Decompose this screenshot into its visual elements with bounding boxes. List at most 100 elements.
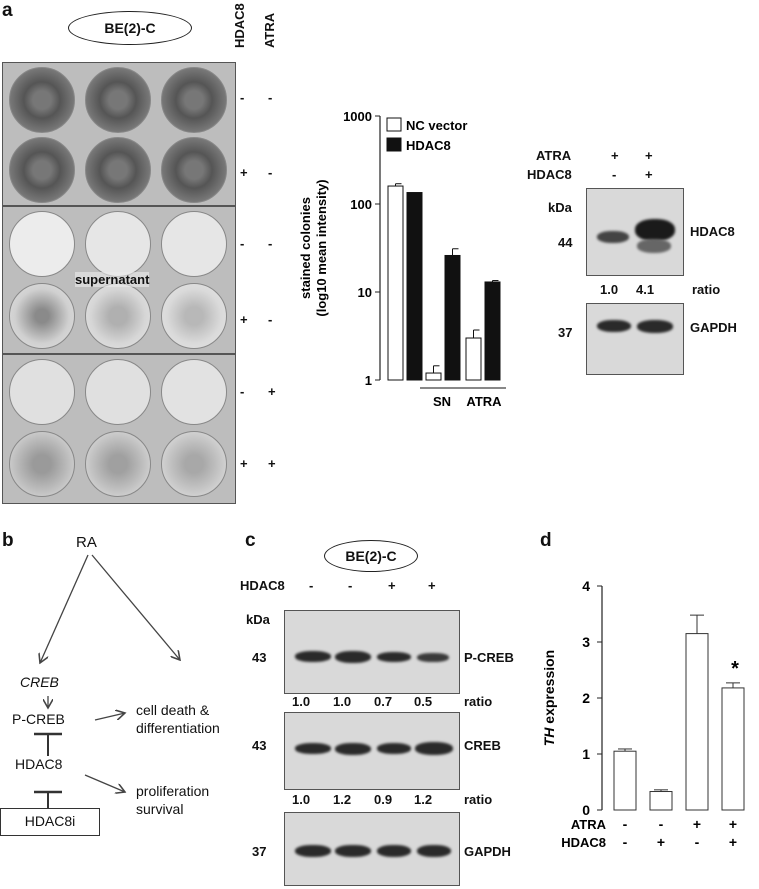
- bar: [425, 372, 442, 381]
- blot-c-pcreb: [284, 610, 460, 694]
- y-tick-label: 2: [582, 690, 590, 706]
- hdac8-sign: +: [729, 834, 737, 850]
- blot-c-pcreb-ratio-4: 0.5: [414, 694, 433, 709]
- panel-a-header-hdac8: HDAC8: [232, 3, 247, 48]
- row4-hdac8: +: [240, 312, 248, 327]
- blot-a-ratio-label: ratio: [692, 282, 721, 297]
- bar: [387, 185, 404, 381]
- row4-atra: -: [268, 312, 273, 327]
- plate-control: [2, 62, 236, 206]
- row1-hdac8: -: [240, 90, 245, 105]
- panel-a-cell-line: BE(2)-C: [68, 11, 192, 45]
- panel-c-hdac8-label: HDAC8: [240, 578, 285, 593]
- bar: [685, 633, 709, 811]
- well: [85, 67, 151, 133]
- y-tick-label: 100: [350, 197, 372, 212]
- blot-a-protein-hdac8: HDAC8: [690, 224, 735, 239]
- well: [85, 137, 151, 203]
- panel-c-letter: c: [245, 530, 256, 551]
- bar: [465, 337, 482, 381]
- hdac8-sign: -: [623, 834, 628, 850]
- well: [85, 211, 151, 277]
- band: [415, 742, 453, 755]
- plate-atra: [2, 354, 236, 504]
- band: [295, 651, 331, 662]
- pathway-proliferation-line2: survival: [136, 801, 184, 817]
- band: [295, 845, 331, 857]
- well: [9, 137, 75, 203]
- blot-a-hdac8: [586, 188, 684, 276]
- atra-sign: +: [693, 816, 701, 832]
- bar: [444, 254, 461, 381]
- blot-a-kda: kDa: [548, 200, 572, 215]
- blot-c-creb-ratio-label: ratio: [464, 792, 493, 807]
- band: [377, 652, 411, 662]
- hdac8-sign: +: [657, 834, 665, 850]
- bar: [721, 687, 745, 811]
- panel-c-mw-2: 43: [252, 738, 267, 753]
- well: [9, 211, 75, 277]
- well: [85, 431, 151, 497]
- blot-a-gapdh: [586, 303, 684, 375]
- pathway-cell-death-line1: cell death &: [136, 702, 210, 718]
- blot-a-hdac8-sign-2: +: [645, 167, 653, 182]
- atra-sign: +: [729, 816, 737, 832]
- blot-c-pcreb-ratio-2: 1.0: [333, 694, 352, 709]
- supernatant-label: supernatant: [75, 272, 150, 287]
- panel-d-letter: d: [540, 530, 552, 551]
- bar: [484, 281, 501, 381]
- row1-atra: -: [268, 90, 273, 105]
- panel-c-sign-1: -: [309, 578, 314, 593]
- legend-label: NC vector: [406, 118, 467, 133]
- pathway-cell-death-line2: differentiation: [136, 720, 220, 736]
- panel-b-letter: b: [2, 530, 14, 551]
- row3-hdac8: -: [240, 236, 245, 251]
- pathway-hdac8: HDAC8: [15, 756, 63, 772]
- pathway-hdac8i-box: HDAC8i: [0, 808, 100, 836]
- band: [377, 743, 411, 754]
- panel-c-mw-1: 43: [252, 650, 267, 665]
- bar: [649, 791, 673, 811]
- legend-swatch: [386, 117, 402, 132]
- row5-hdac8: -: [240, 384, 245, 399]
- blot-c-pcreb-ratio-3: 0.7: [374, 694, 393, 709]
- band: [335, 651, 371, 663]
- row2-hdac8: +: [240, 165, 248, 180]
- row2-atra: -: [268, 165, 273, 180]
- pathway-proliferation-line1: proliferation: [136, 783, 210, 799]
- blot-a-atra-sign-1: +: [611, 148, 619, 163]
- blot-c-creb-ratio-2: 1.2: [333, 792, 352, 807]
- well: [161, 211, 227, 277]
- band: [295, 743, 331, 754]
- pathway-pcreb: P-CREB: [12, 711, 65, 727]
- panel-c-sign-4: +: [428, 578, 436, 593]
- well: [9, 431, 75, 497]
- blot-c-creb-ratio-3: 0.9: [374, 792, 393, 807]
- well: [85, 283, 151, 349]
- y-tick-label: 4: [582, 578, 590, 594]
- blot-c-creb: [284, 712, 460, 790]
- blot-c-gapdh: [284, 812, 460, 886]
- well: [85, 359, 151, 425]
- pathway-creb: CREB: [20, 674, 59, 690]
- significance-star: *: [731, 658, 739, 680]
- y-tick-label: 1000: [343, 109, 372, 124]
- blot-c-creb-ratio-1: 1.0: [292, 792, 311, 807]
- bar: [406, 192, 423, 381]
- blot-a-atra-label: ATRA: [536, 148, 572, 163]
- band: [637, 320, 673, 333]
- y-tick-label: 3: [582, 634, 590, 650]
- row6-hdac8: +: [240, 456, 248, 471]
- well: [161, 359, 227, 425]
- band: [597, 231, 629, 243]
- band: [335, 743, 371, 755]
- group-label: ATRA: [466, 394, 502, 409]
- blot-a-protein-gapdh: GAPDH: [690, 320, 737, 335]
- legend-label: HDAC8: [406, 138, 451, 153]
- band: [377, 845, 411, 857]
- well: [9, 283, 75, 349]
- y-axis-label-rest: expression: [541, 650, 557, 728]
- row5-atra: +: [268, 384, 276, 399]
- blot-c-protein-gapdh: GAPDH: [464, 844, 511, 859]
